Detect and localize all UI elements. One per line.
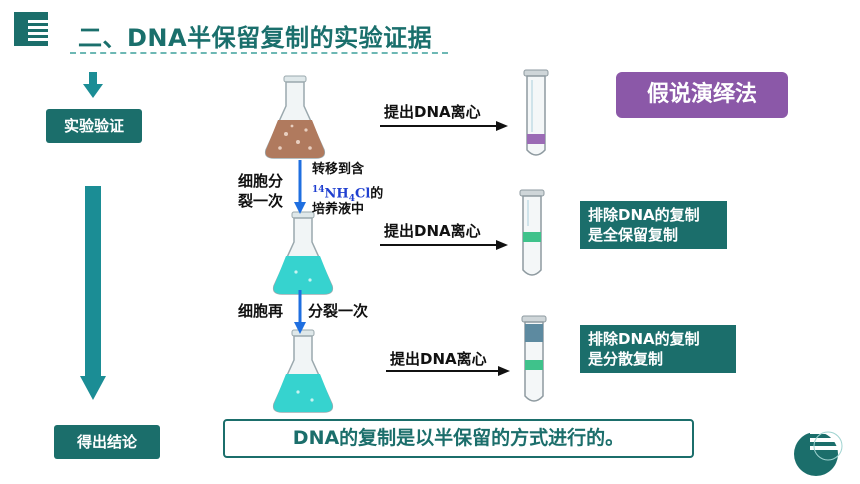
transfer-de: 的 [370, 186, 384, 202]
transfer-arrow-icon [294, 160, 306, 214]
divide-once-label-line1: 细胞分 [238, 172, 284, 190]
extract-label-1: 提出DNA离心 [384, 103, 481, 121]
title-divider [70, 52, 448, 54]
exclude-conservative-line1: 排除DNA的复制 [588, 206, 700, 224]
transfer-note-line3: 培养液中 [312, 202, 365, 217]
ammonium-subscript: 4 [348, 193, 355, 204]
down-arrow-icon [83, 72, 103, 98]
exclude-dispersive-line1: 排除DNA的复制 [588, 330, 700, 348]
transfer-note-line1: 转移到含 [312, 162, 365, 177]
method-label: 假说演绎法 [616, 72, 788, 118]
divide-again-label-right: 分裂一次 [308, 302, 369, 320]
extract-arrow-3-icon [386, 366, 510, 376]
extract-label-2: 提出DNA离心 [384, 222, 481, 240]
conclude-stage-label: 得出结论 [54, 425, 160, 459]
tube-middle-band [519, 189, 545, 276]
tube-light-and-middle-bands [521, 315, 547, 402]
ammonium-cl: Cl [354, 186, 371, 202]
decorative-striped-circle-icon [794, 430, 848, 476]
exclude-conservative-note: 排除DNA的复制 是全保留复制 [580, 201, 727, 249]
exclude-dispersive-note: 排除DNA的复制 是分散复制 [580, 325, 736, 373]
divide-once-label-line2: 裂一次 [238, 192, 284, 210]
striped-square-logo-icon [14, 12, 48, 46]
verify-stage-label: 实验验证 [46, 109, 142, 143]
exclude-dispersive-line2: 是分散复制 [588, 350, 664, 368]
page-title: 二、DNA半保留复制的实验证据 [78, 24, 433, 52]
ammonium-nh: NH [324, 186, 349, 202]
extract-arrow-1-icon [380, 121, 508, 131]
divide-again-label-left: 细胞再 [238, 302, 284, 320]
extract-label-3: 提出DNA离心 [390, 350, 487, 368]
divide-arrow-icon [294, 290, 306, 334]
isotope-superscript: 14 [312, 185, 325, 195]
extract-arrow-2-icon [380, 240, 508, 250]
tube-heavy-band [523, 69, 549, 156]
conclusion-box: DNA的复制是以半保留的方式进行的。 [223, 419, 694, 458]
exclude-conservative-line2: 是全保留复制 [588, 226, 679, 244]
flask-light-medium-1 [272, 211, 334, 295]
long-down-arrow-icon [80, 186, 106, 400]
flask-light-medium-2 [272, 329, 334, 413]
flask-heavy-medium [264, 75, 326, 159]
transfer-note-line2: 14NH4Cl的 [312, 180, 383, 209]
